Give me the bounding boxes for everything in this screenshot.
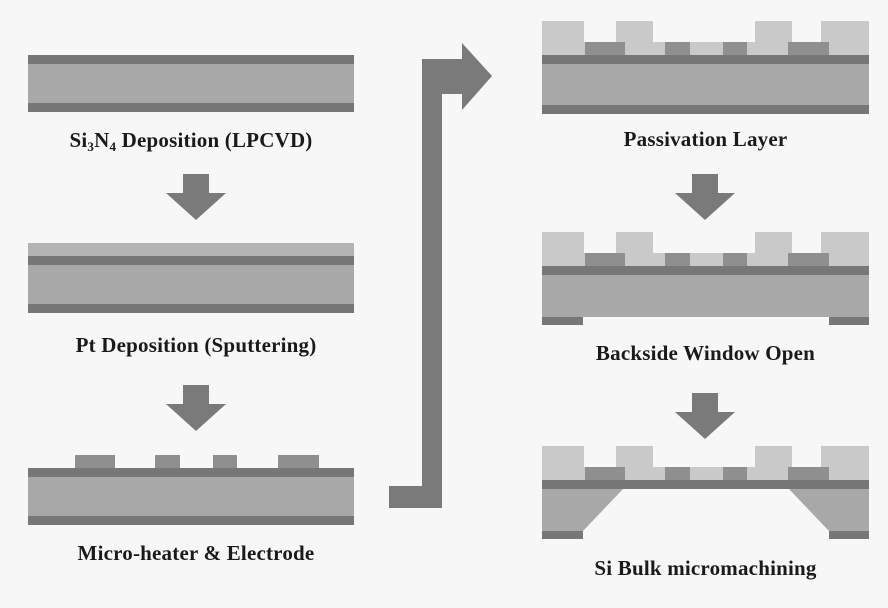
- electrode-pad-left: [585, 253, 625, 266]
- silicon-substrate: [28, 477, 354, 516]
- top-nitride-layer: [28, 256, 354, 265]
- heater-line-1: [665, 467, 690, 480]
- electrode-pad-right: [278, 455, 319, 468]
- top-nitride-layer: [542, 55, 869, 64]
- label-si: Si: [69, 128, 88, 152]
- step-si3n4-cross-section: [28, 55, 354, 112]
- membrane-nitride-layer: [542, 480, 869, 489]
- step-bulk-cross-section: [542, 446, 869, 539]
- electrode-pad-right: [788, 467, 829, 480]
- heater-line-2: [723, 253, 747, 266]
- electrode-pad-right: [788, 42, 829, 55]
- electrode-pad-right: [788, 253, 829, 266]
- step-backside-label: Backside Window Open: [595, 341, 816, 365]
- down-arrow-3: [675, 174, 735, 220]
- silicon-substrate: [542, 64, 869, 105]
- step-heater-cross-section: [28, 455, 354, 525]
- down-arrow-4: [675, 393, 735, 439]
- step-heater-label: Micro-heater & Electrode: [77, 541, 315, 565]
- heater-line-2: [213, 455, 237, 468]
- bottom-nitride-left: [542, 531, 583, 539]
- label-rest: Deposition (LPCVD): [116, 128, 313, 152]
- step-pt-cross-section: [28, 243, 354, 313]
- step-pt-label: Pt Deposition (Sputtering): [75, 333, 317, 357]
- bottom-nitride-layer: [28, 516, 354, 525]
- top-nitride-layer: [542, 266, 869, 275]
- label-sub-3: 3: [87, 139, 95, 154]
- silicon-substrate: [542, 275, 869, 317]
- step-si3n4-label: Si3N4 Deposition (LPCVD): [28, 128, 354, 153]
- electrode-pad-left: [585, 467, 625, 480]
- step-passivation-cross-section: [542, 21, 869, 114]
- substrate-left-etched: [542, 489, 623, 531]
- connector-arrow: [389, 43, 492, 508]
- down-arrow-2: [166, 385, 226, 431]
- step-backside-cross-section: [542, 232, 869, 325]
- bottom-nitride-right: [829, 531, 869, 539]
- pt-layer: [28, 243, 354, 256]
- step-bulk-label: Si Bulk micromachining: [594, 556, 817, 580]
- silicon-substrate: [28, 64, 354, 103]
- bottom-nitride-layer: [542, 105, 869, 114]
- substrate-right-etched: [789, 489, 869, 531]
- silicon-substrate: [28, 265, 354, 304]
- top-nitride-layer: [28, 468, 354, 477]
- down-arrow-1: [166, 174, 226, 220]
- heater-line-1: [665, 42, 690, 55]
- label-n: N: [94, 128, 110, 152]
- top-nitride-layer: [28, 55, 354, 64]
- heater-line-1: [155, 455, 180, 468]
- bottom-nitride-left: [542, 317, 583, 325]
- heater-line-2: [723, 42, 747, 55]
- heater-line-2: [723, 467, 747, 480]
- electrode-pad-left: [585, 42, 625, 55]
- step-passivation-label: Passivation Layer: [623, 127, 788, 151]
- bottom-nitride-right: [829, 317, 869, 325]
- heater-line-1: [665, 253, 690, 266]
- bottom-nitride-layer: [28, 304, 354, 313]
- bottom-nitride-layer: [28, 103, 354, 112]
- label-sub-4: 4: [109, 139, 117, 154]
- electrode-pad-left: [75, 455, 115, 468]
